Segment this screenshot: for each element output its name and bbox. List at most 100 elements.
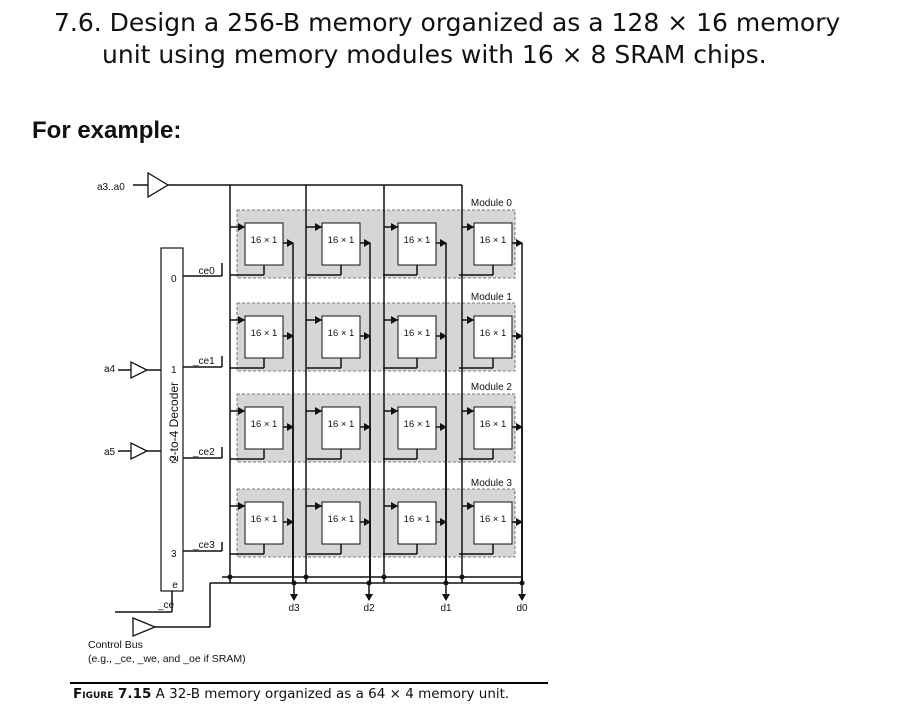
sram-chip — [473, 406, 513, 450]
caption-text: A 32-B memory organized as a 64 × 4 memo… — [151, 686, 510, 702]
arrow — [315, 407, 322, 415]
arrow — [391, 407, 398, 415]
data-line-d0: d0 — [516, 603, 528, 614]
arrow — [440, 423, 447, 431]
data-line-d3: d3 — [288, 603, 300, 614]
junction-dot — [519, 580, 525, 586]
sram-chip — [397, 501, 437, 545]
control-bus-example: (e.g., _ce, _we, and _oe if SRAM) — [88, 653, 246, 665]
arrow — [467, 502, 474, 510]
sram-chip — [397, 222, 437, 266]
decoder-output-1: 1 — [171, 365, 177, 376]
decoder-enable-label: e — [172, 580, 178, 591]
arrow — [516, 423, 523, 431]
arrow — [238, 502, 245, 510]
a5-buffer — [130, 441, 149, 461]
chip-label: 16 × 1 — [328, 514, 355, 525]
a5-input-label: a5 — [104, 447, 116, 458]
arrow — [290, 594, 298, 601]
chip-label: 16 × 1 — [251, 514, 278, 525]
arrow — [238, 223, 245, 231]
ce-input-label: _ce — [157, 600, 175, 611]
chip-label: 16 × 1 — [251, 328, 278, 339]
arrow — [391, 502, 398, 510]
arrow — [440, 332, 447, 340]
arrow — [365, 594, 373, 601]
arrow — [442, 594, 450, 601]
arrow — [238, 316, 245, 324]
wiring — [115, 171, 526, 637]
module-0-label: Module 0 — [471, 198, 513, 209]
ce1-label: _ce1 — [192, 356, 215, 367]
chip-label: 16 × 1 — [251, 235, 278, 246]
chip-label: 16 × 1 — [328, 328, 355, 339]
a4-buffer — [130, 360, 149, 380]
data-line-d1: d1 — [440, 603, 452, 614]
sram-chip — [397, 315, 437, 359]
chip-label: 16 × 1 — [404, 235, 431, 246]
question-line-1: 7.6. Design a 256-B memory organized as … — [54, 8, 841, 37]
arrow — [516, 239, 523, 247]
example-heading: For example: — [32, 117, 182, 144]
arrow — [467, 316, 474, 324]
sram-chip — [321, 222, 361, 266]
junction-dot — [303, 574, 309, 580]
module-1-label: Module 1 — [471, 292, 513, 303]
chip-label: 16 × 1 — [404, 514, 431, 525]
arrow — [440, 518, 447, 526]
control-bus-buffer — [132, 617, 157, 637]
addr-buffer — [147, 171, 170, 199]
arrow — [364, 332, 371, 340]
module-2-label: Module 2 — [471, 382, 513, 393]
sram-chip — [321, 315, 361, 359]
chip-label: 16 × 1 — [404, 419, 431, 430]
chip-label: 16 × 1 — [480, 328, 507, 339]
decoder-box — [160, 247, 184, 592]
decoder-output-0: 0 — [171, 274, 177, 285]
chip-label: 16 × 1 — [328, 419, 355, 430]
chip-label: 16 × 1 — [251, 419, 278, 430]
module-3-label: Module 3 — [471, 478, 513, 489]
arrow — [287, 518, 294, 526]
caption-rule — [70, 682, 548, 684]
decoder-output-3: 3 — [171, 549, 177, 560]
control-bus-label: Control Bus — [88, 639, 143, 651]
chip-label: 16 × 1 — [480, 235, 507, 246]
arrow — [364, 518, 371, 526]
chip-label: 16 × 1 — [404, 328, 431, 339]
arrow — [467, 223, 474, 231]
arrow — [287, 239, 294, 247]
chip-label: 16 × 1 — [480, 514, 507, 525]
junction-dot — [227, 574, 233, 580]
arrow — [467, 407, 474, 415]
chip-label: 16 × 1 — [480, 419, 507, 430]
arrow — [516, 518, 523, 526]
arrow — [315, 223, 322, 231]
arrow — [364, 239, 371, 247]
ce0-label: _ce0 — [192, 266, 215, 277]
arrow — [315, 502, 322, 510]
sram-chip — [321, 501, 361, 545]
junction-dot — [366, 580, 372, 586]
arrow — [440, 239, 447, 247]
ce3-label: _ce3 — [192, 540, 215, 551]
arrow — [518, 594, 526, 601]
sram-chip — [473, 315, 513, 359]
arrow — [516, 332, 523, 340]
chip-label: 16 × 1 — [328, 235, 355, 246]
question-line-2: unit using memory modules with 16 × 8 SR… — [102, 40, 767, 69]
sram-chip — [244, 406, 284, 450]
a4-input-label: a4 — [104, 364, 116, 375]
arrow — [315, 316, 322, 324]
sram-chip — [244, 315, 284, 359]
junction-dot — [291, 580, 297, 586]
sram-chip — [321, 406, 361, 450]
caption-label: Figure 7.15 — [73, 686, 152, 702]
sram-chip — [473, 222, 513, 266]
sram-chip — [397, 406, 437, 450]
junction-dot — [459, 574, 465, 580]
arrow — [287, 332, 294, 340]
junction-dot — [443, 580, 449, 586]
figure-caption: Figure 7.15 A 32-B memory organized as a… — [73, 686, 509, 702]
